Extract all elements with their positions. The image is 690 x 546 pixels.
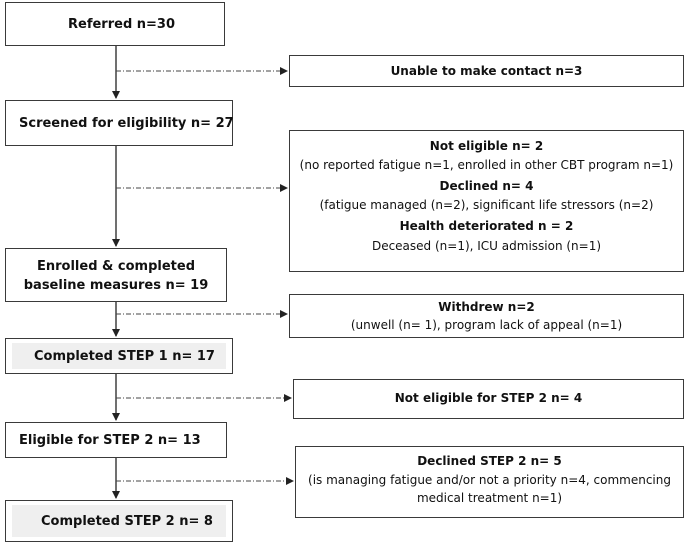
not-eligible-step2-box: Not eligible for STEP 2 n= 4 <box>293 379 684 419</box>
referred-box: Referred n=30 <box>5 2 225 46</box>
declined-step2-box: Declined STEP 2 n= 5 (is managing fatigu… <box>295 446 684 518</box>
declined-step2-detail-line2: medical treatment n=1) <box>416 491 563 505</box>
not-eligible-step2-label: Not eligible for STEP 2 n= 4 <box>394 391 583 405</box>
declined-step2-text: Declined STEP 2 n= 5 (is managing fatigu… <box>296 453 683 506</box>
screened-label: Screened for eligibility n= 27 <box>19 116 234 131</box>
referred-label: Referred n=30 <box>68 17 176 32</box>
eligible-step2-box: Eligible for STEP 2 n= 13 <box>5 422 227 458</box>
step1-box: Completed STEP 1 n= 17 <box>5 338 233 374</box>
step2-label: Completed STEP 2 n= 8 <box>41 514 213 529</box>
eligible-step2-label: Eligible for STEP 2 n= 13 <box>19 433 201 448</box>
enrolled-box: Enrolled & completed baseline measures n… <box>5 248 227 302</box>
declined-step2-title: Declined STEP 2 n= 5 <box>417 454 562 468</box>
declined-title: Declined n= 4 <box>439 179 534 193</box>
withdrew-detail: (unwell (n= 1), program lack of appeal (… <box>350 318 623 332</box>
step1-shade <box>12 343 226 369</box>
enrolled-label-line2: baseline measures n= 19 <box>23 278 209 293</box>
screening-exclusions-text: Not eligible n= 2 (no reported fatigue n… <box>290 138 683 254</box>
not-eligible-detail: (no reported fatigue n=1, enrolled in ot… <box>299 158 674 172</box>
unable-contact-box: Unable to make contact n=3 <box>289 55 684 87</box>
unable-contact-label: Unable to make contact n=3 <box>390 64 583 78</box>
screening-exclusions-box: Not eligible n= 2 (no reported fatigue n… <box>289 130 684 272</box>
health-deteriorated-detail: Deceased (n=1), ICU admission (n=1) <box>371 239 602 253</box>
declined-detail: (fatigue managed (n=2), significant life… <box>319 198 654 212</box>
step1-label: Completed STEP 1 n= 17 <box>34 349 215 364</box>
step2-shade <box>12 505 226 537</box>
withdrew-text: Withdrew n=2 (unwell (n= 1), program lac… <box>290 299 683 333</box>
not-eligible-title: Not eligible n= 2 <box>429 139 544 153</box>
step2-box: Completed STEP 2 n= 8 <box>5 500 233 542</box>
screened-box: Screened for eligibility n= 27 <box>5 100 234 146</box>
health-deteriorated-title: Health deteriorated n = 2 <box>399 219 574 233</box>
declined-step2-detail-line1: (is managing fatigue and/or not a priori… <box>308 473 671 487</box>
enrolled-label-line1: Enrolled & completed <box>37 259 195 274</box>
withdrew-title: Withdrew n=2 <box>438 300 535 314</box>
withdrew-box: Withdrew n=2 (unwell (n= 1), program lac… <box>289 294 684 338</box>
